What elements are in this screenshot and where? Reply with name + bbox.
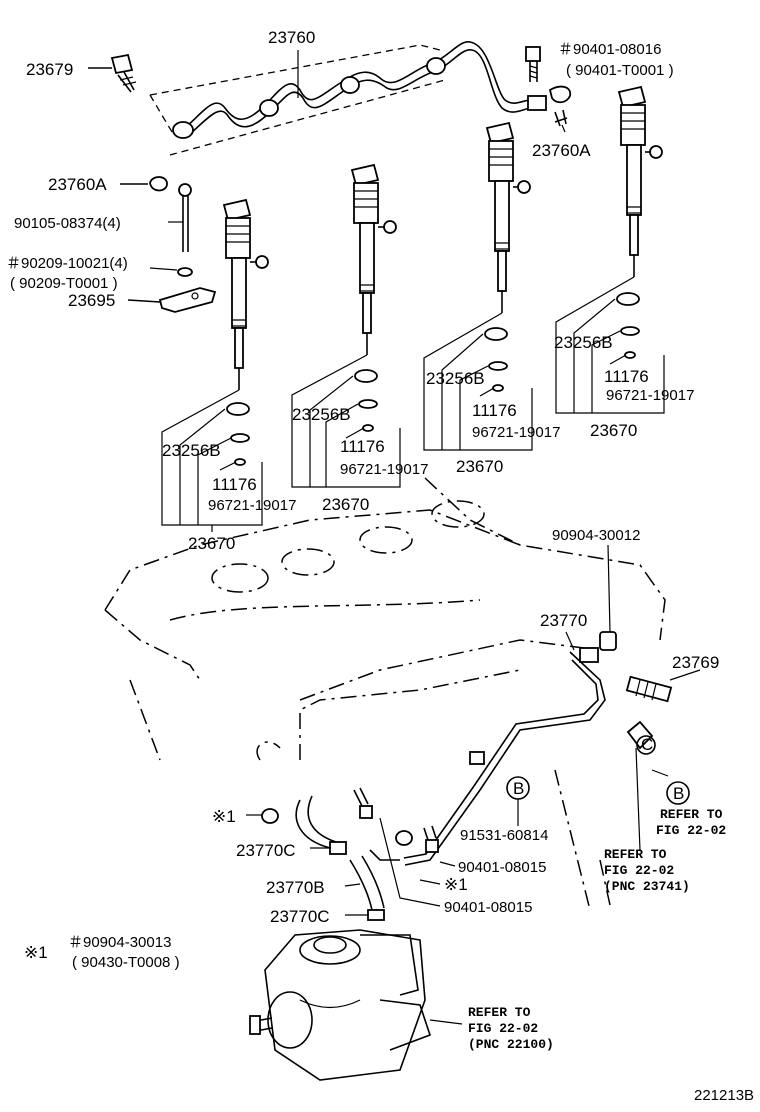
label-g1-96721: 96721-19017 [208,497,296,514]
bracket-c [626,720,654,750]
refer-2-line3: (PNC 23741) [604,879,690,894]
legend-part-2: ( 90430-T0008 ) [72,954,180,971]
seal-group-1 [161,389,263,532]
labels: 23760 23679 ＃90401-08016 ( 90401-T0001 )… [6,28,754,1104]
injection-pipe-assembly [149,41,547,156]
label-g2-23256B: 23256B [292,405,351,424]
bolt-90401-08016 [525,46,541,82]
label-g2-96721: 96721-19017 [340,461,428,478]
washer-90209 [177,267,193,277]
label-90209-10021: ＃90209-10021(4) [6,255,128,272]
fuel-pump [249,929,463,1081]
label-23760A-right: 23760A [532,141,591,160]
clamp-23770C-b [367,909,385,921]
label-91531-60814: 91531-60814 [460,827,548,844]
bolt-90401-08015-b [353,787,373,819]
sensor-23769 [625,675,673,703]
label-g4-23256B: 23256B [554,333,613,352]
label-g2-11176: 11176 [340,437,385,456]
label-g4-96721: 96721-19017 [606,387,694,404]
clamp-23770C-a [329,841,347,855]
refer-3-line1: REFER TO [468,1005,531,1020]
label-note1-b: ※1 [444,875,468,894]
seal-group-2 [291,354,401,488]
label-g4-11176: 11176 [604,367,649,386]
gasket-note1-a [261,808,279,824]
label-23770: 23770 [540,611,587,630]
injector-4 [617,85,663,277]
legend-part-1: ＃90904-30013 [68,934,171,951]
seal-group-3 [423,312,533,451]
legend-mark: ※1 [24,943,48,962]
refer-2-line1: REFER TO [604,847,667,862]
label-g3-96721: 96721-19017 [472,424,560,441]
label-90105-08374: 90105-08374(4) [14,215,121,232]
label-g1-23256B: 23256B [162,441,221,460]
label-90401-T0001: ( 90401-T0001 ) [566,62,674,79]
hose-23770B [349,855,385,911]
refer-3-line3: (PNC 22100) [468,1037,554,1052]
callout-c [636,735,656,755]
label-23695: 23695 [68,291,115,310]
label-90209-T0001: ( 90209-T0001 ) [10,275,118,292]
label-90401-08015-b: 90401-08015 [444,899,532,916]
label-23760: 23760 [268,28,315,47]
label-g1-23670: 23670 [188,534,235,553]
label-g1-11176: 11176 [212,475,257,494]
label-90401-08016: ＃90401-08016 [558,41,661,58]
callout-b-1 [666,781,690,805]
label-23770C-b: 23770C [270,907,330,926]
refer-1-line2: FIG 22-02 [656,823,726,838]
label-g4-23670: 23670 [590,421,637,440]
callout-b2-text: B [513,779,524,798]
label-23770C-a: 23770C [236,841,296,860]
seal-group-4 [555,276,665,414]
figure-id: 221213B [694,1087,754,1104]
clamp-23695 [158,287,217,313]
callout-b1-text: B [673,784,684,803]
gasket-90904-30012 [599,631,617,651]
label-g3-11176: 11176 [472,401,517,420]
label-23770B: 23770B [266,878,325,897]
label-23760A-left: 23760A [48,175,107,194]
label-90401-08015-a: 90401-08015 [458,859,546,876]
label-g3-23670: 23670 [456,457,503,476]
injector-1 [222,198,269,390]
injector-3 [485,121,531,313]
refer-3-line2: FIG 22-02 [468,1021,538,1036]
engine-outline [104,477,666,911]
clamp-23760A-right [548,85,572,127]
injector-2 [350,163,397,355]
label-90904-30012: 90904-30012 [552,527,640,544]
label-g2-23670: 23670 [322,495,369,514]
bolt-90105-08374 [178,183,192,252]
refer-2-line2: FIG 22-02 [604,863,674,878]
callout-c-text: C [641,735,653,754]
label-23769: 23769 [672,653,719,672]
gasket-note1-b [395,830,413,846]
label-note1-a: ※1 [212,807,236,826]
refer-1-line1: REFER TO [660,807,723,822]
label-23679: 23679 [26,60,73,79]
bolt-90401-08015-a [423,825,439,853]
union-bolt-23679 [110,53,137,93]
clamp-23760A-left [149,176,168,192]
label-g3-23256B: 23256B [426,369,485,388]
